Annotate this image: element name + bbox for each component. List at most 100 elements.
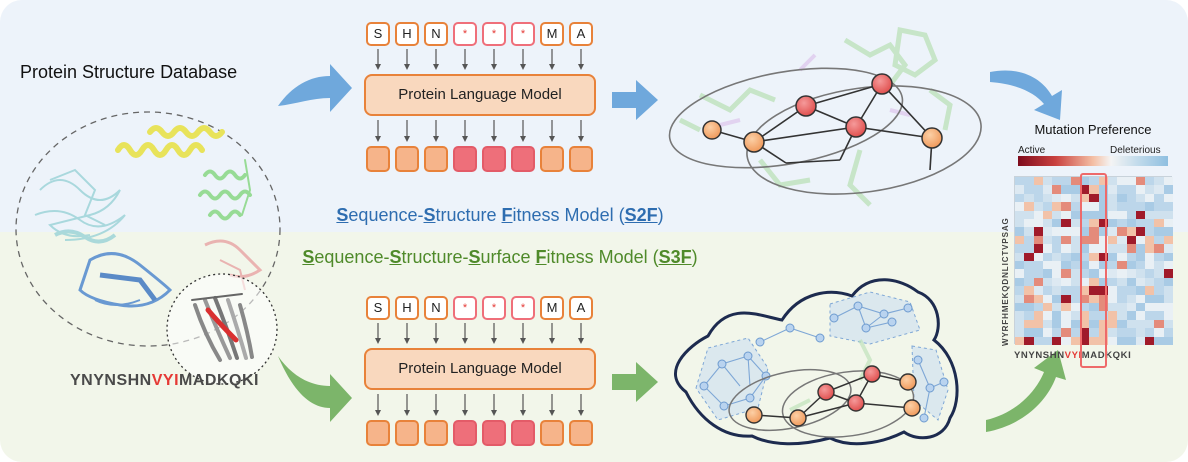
heatmap-cell — [1061, 252, 1072, 262]
heatmap-cell — [1070, 328, 1081, 337]
heatmap-cell — [1033, 252, 1044, 262]
heatmap-cell — [1089, 235, 1099, 245]
heatmap-cell — [1024, 319, 1034, 329]
output-embedding — [453, 146, 477, 172]
heatmap-cell — [1089, 202, 1099, 211]
heatmap-cell — [1126, 235, 1137, 245]
heatmap-cell — [1061, 261, 1072, 270]
input-token: S — [366, 22, 390, 46]
heatmap-cell — [1080, 336, 1090, 346]
heatmap-cell — [1033, 227, 1044, 237]
output-embedding — [482, 420, 506, 446]
heatmap-cell — [1117, 286, 1127, 295]
heatmap-cell — [1163, 286, 1174, 295]
heatmap-cell — [1089, 227, 1099, 237]
heatmap-cell — [1061, 202, 1072, 211]
heatmap-cell — [1154, 202, 1164, 211]
heatmap-cell — [1163, 303, 1174, 312]
heatmap-y-labels: WYRFHMEKQDNLICTVPSAG — [1001, 217, 1010, 346]
heatmap-cell — [1098, 286, 1109, 295]
heatmap-cell — [1135, 336, 1146, 346]
heatmap-cell — [1080, 202, 1090, 211]
heatmap-cell — [1089, 261, 1099, 270]
heatmap-cell — [1107, 227, 1118, 237]
heatmap-cell — [1154, 303, 1164, 312]
heatmap-cell — [1015, 336, 1025, 346]
heatmap-cell — [1052, 185, 1062, 195]
heatmap-cell — [1117, 185, 1127, 195]
heatmap-cell — [1163, 261, 1174, 270]
heatmap-cell — [1126, 269, 1137, 279]
heatmap-cell — [1135, 286, 1146, 295]
heatmap-cell — [1154, 311, 1164, 321]
title-part: ) — [691, 247, 698, 267]
heatmap-cell — [1107, 252, 1118, 262]
heatmap-cell — [1107, 303, 1118, 312]
heatmap-cell — [1024, 193, 1034, 203]
heatmap-cell — [1024, 294, 1034, 304]
heatmap-cell — [1135, 261, 1146, 270]
heatmap-cell — [1145, 319, 1155, 329]
heatmap-cell — [1126, 328, 1137, 337]
heatmap-cell — [1033, 210, 1044, 220]
heatmap-cell — [1052, 319, 1062, 329]
heatmap-cell — [1098, 252, 1109, 262]
heatmap-cell — [1098, 219, 1109, 228]
heatmap-cell — [1154, 319, 1164, 329]
heatmap-cell — [1042, 336, 1053, 346]
heatmap-cell — [1117, 294, 1127, 304]
output-embedding — [511, 420, 535, 446]
input-token: * — [453, 296, 477, 320]
s2f-model-title: Sequence-Structure Fitness Model (S2F) — [0, 205, 1000, 226]
heatmap-cell — [1135, 210, 1146, 220]
heatmap-cell — [1061, 286, 1072, 295]
heatmap-cell — [1033, 319, 1044, 329]
heatmap-cell — [1163, 336, 1174, 346]
heatmap-cell — [1042, 227, 1053, 237]
heatmap-cell — [1154, 244, 1164, 253]
heatmap-cell — [1154, 328, 1164, 337]
heatmap-cell — [1154, 235, 1164, 245]
token-flow-arrows — [375, 49, 584, 416]
heatmap-cell — [1089, 294, 1099, 304]
heatmap-cell — [1098, 311, 1109, 321]
residue-graph-icon — [668, 27, 982, 207]
heatmap-cell — [1015, 177, 1025, 186]
heatmap-cell — [1024, 210, 1034, 220]
legend-active-label: Active — [1018, 145, 1046, 156]
heatmap-cell — [1117, 202, 1127, 211]
heatmap-cell — [1015, 185, 1025, 195]
heatmap-cell — [1117, 177, 1127, 186]
heatmap-cell — [1070, 219, 1081, 228]
heatmap-cell — [1107, 235, 1118, 245]
heatmap-cell — [1052, 336, 1062, 346]
input-token: H — [395, 22, 419, 46]
heatmap-cell — [1126, 311, 1137, 321]
heatmap-cell — [1024, 185, 1034, 195]
heatmap-cell — [1126, 244, 1137, 253]
heatmap-cell — [1070, 303, 1081, 312]
heatmap-cell — [1154, 286, 1164, 295]
input-token: N — [424, 22, 448, 46]
title-part: tructure- — [401, 247, 469, 267]
database-title: Protein Structure Database — [20, 62, 238, 82]
heatmap-cell — [1080, 328, 1090, 337]
heatmap-cell — [1080, 193, 1090, 203]
heatmap-cell — [1107, 269, 1118, 279]
heatmap-cell — [1033, 336, 1044, 346]
heatmap-cell — [1080, 244, 1090, 253]
mutation-heatmap — [1014, 176, 1174, 346]
heatmap-cell — [1061, 219, 1072, 228]
heatmap-cell — [1135, 177, 1146, 186]
heatmap-cell — [1145, 210, 1155, 220]
heatmap-cell — [1070, 286, 1081, 295]
heatmap-cell — [1163, 244, 1174, 253]
heatmap-cell — [1015, 193, 1025, 203]
heatmap-cell — [1033, 286, 1044, 295]
heatmap-cell — [1080, 303, 1090, 312]
heatmap-cell — [1145, 294, 1155, 304]
heatmap-cell — [1089, 210, 1099, 220]
protein-structure-icon — [15, 111, 281, 385]
heatmap-cell — [1098, 294, 1109, 304]
